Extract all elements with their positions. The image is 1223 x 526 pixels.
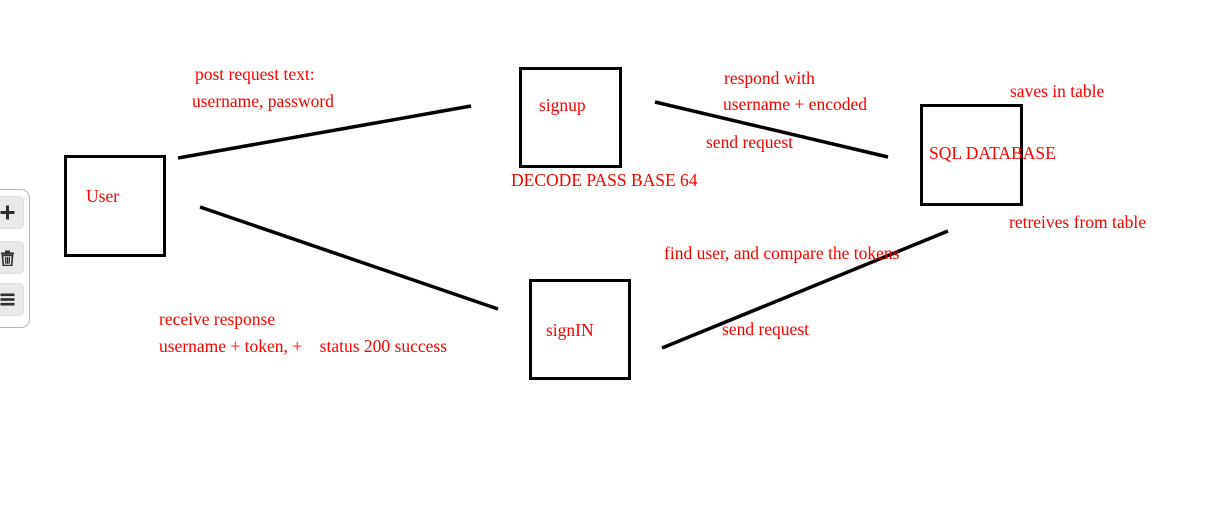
node-signup[interactable] [519, 67, 622, 168]
menu-icon [0, 293, 15, 306]
edge-user-signup [177, 104, 472, 160]
label-respond-with-line2: username + encoded [723, 94, 867, 114]
label-respond-with-line1: respond with [724, 68, 815, 88]
node-signin-label: signIN [546, 320, 594, 340]
label-post-request-line1: post request text: [195, 64, 315, 84]
node-user-label: User [86, 186, 120, 206]
label-receive-response-line2: username + token, + status 200 success [159, 336, 448, 356]
node-signup-label: signup [539, 95, 586, 115]
label-receive-response-line1: receive response [159, 309, 276, 329]
label-retreives-from-table: retreives from table [1009, 212, 1147, 232]
label-post-request-line2: username, password [192, 91, 334, 111]
node-sql-database-label: SQL DATABASE [929, 143, 1056, 163]
node-signin[interactable] [529, 279, 631, 380]
node-user[interactable] [64, 155, 166, 257]
canvas-toolbar [0, 189, 30, 328]
node-sql-database[interactable] [920, 104, 1023, 206]
plus-icon [0, 205, 15, 220]
edge-user-signin [199, 205, 499, 311]
label-decode-pass-base64: DECODE PASS BASE 64 [511, 170, 698, 190]
label-send-request-signin: send request [722, 319, 809, 339]
add-button[interactable] [0, 196, 24, 229]
menu-button[interactable] [0, 283, 24, 316]
trash-icon [1, 250, 14, 266]
delete-button[interactable] [0, 241, 24, 274]
label-send-request-signup: send request [706, 132, 793, 152]
label-find-user-compare: find user, and compare the tokens [664, 243, 900, 263]
label-saves-in-table: saves in table [1010, 81, 1105, 101]
